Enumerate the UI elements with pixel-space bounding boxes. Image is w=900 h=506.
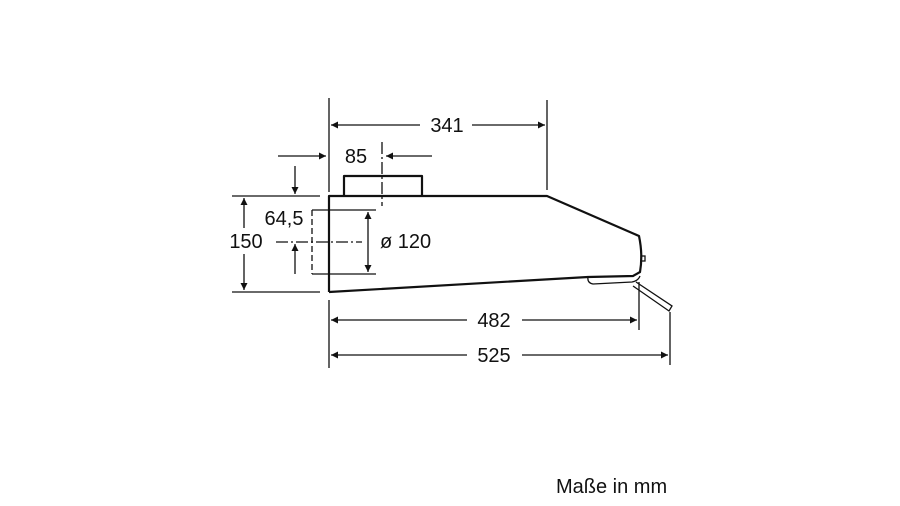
units-note: Maße in mm (556, 476, 668, 498)
dim-diameter-120: ø 120 (380, 231, 431, 253)
filter-grip (587, 275, 641, 285)
dim-85: 85 (345, 146, 367, 168)
switch-knob (640, 255, 646, 262)
dim-341: 341 (430, 115, 463, 137)
front-handle (632, 281, 673, 312)
dim-64-5: 64,5 (265, 208, 304, 230)
hood-outline (327, 174, 673, 312)
exhaust-collar (342, 174, 424, 196)
dim-525: 525 (477, 345, 510, 367)
dim-482: 482 (477, 310, 510, 332)
dim-150: 150 (229, 231, 262, 253)
